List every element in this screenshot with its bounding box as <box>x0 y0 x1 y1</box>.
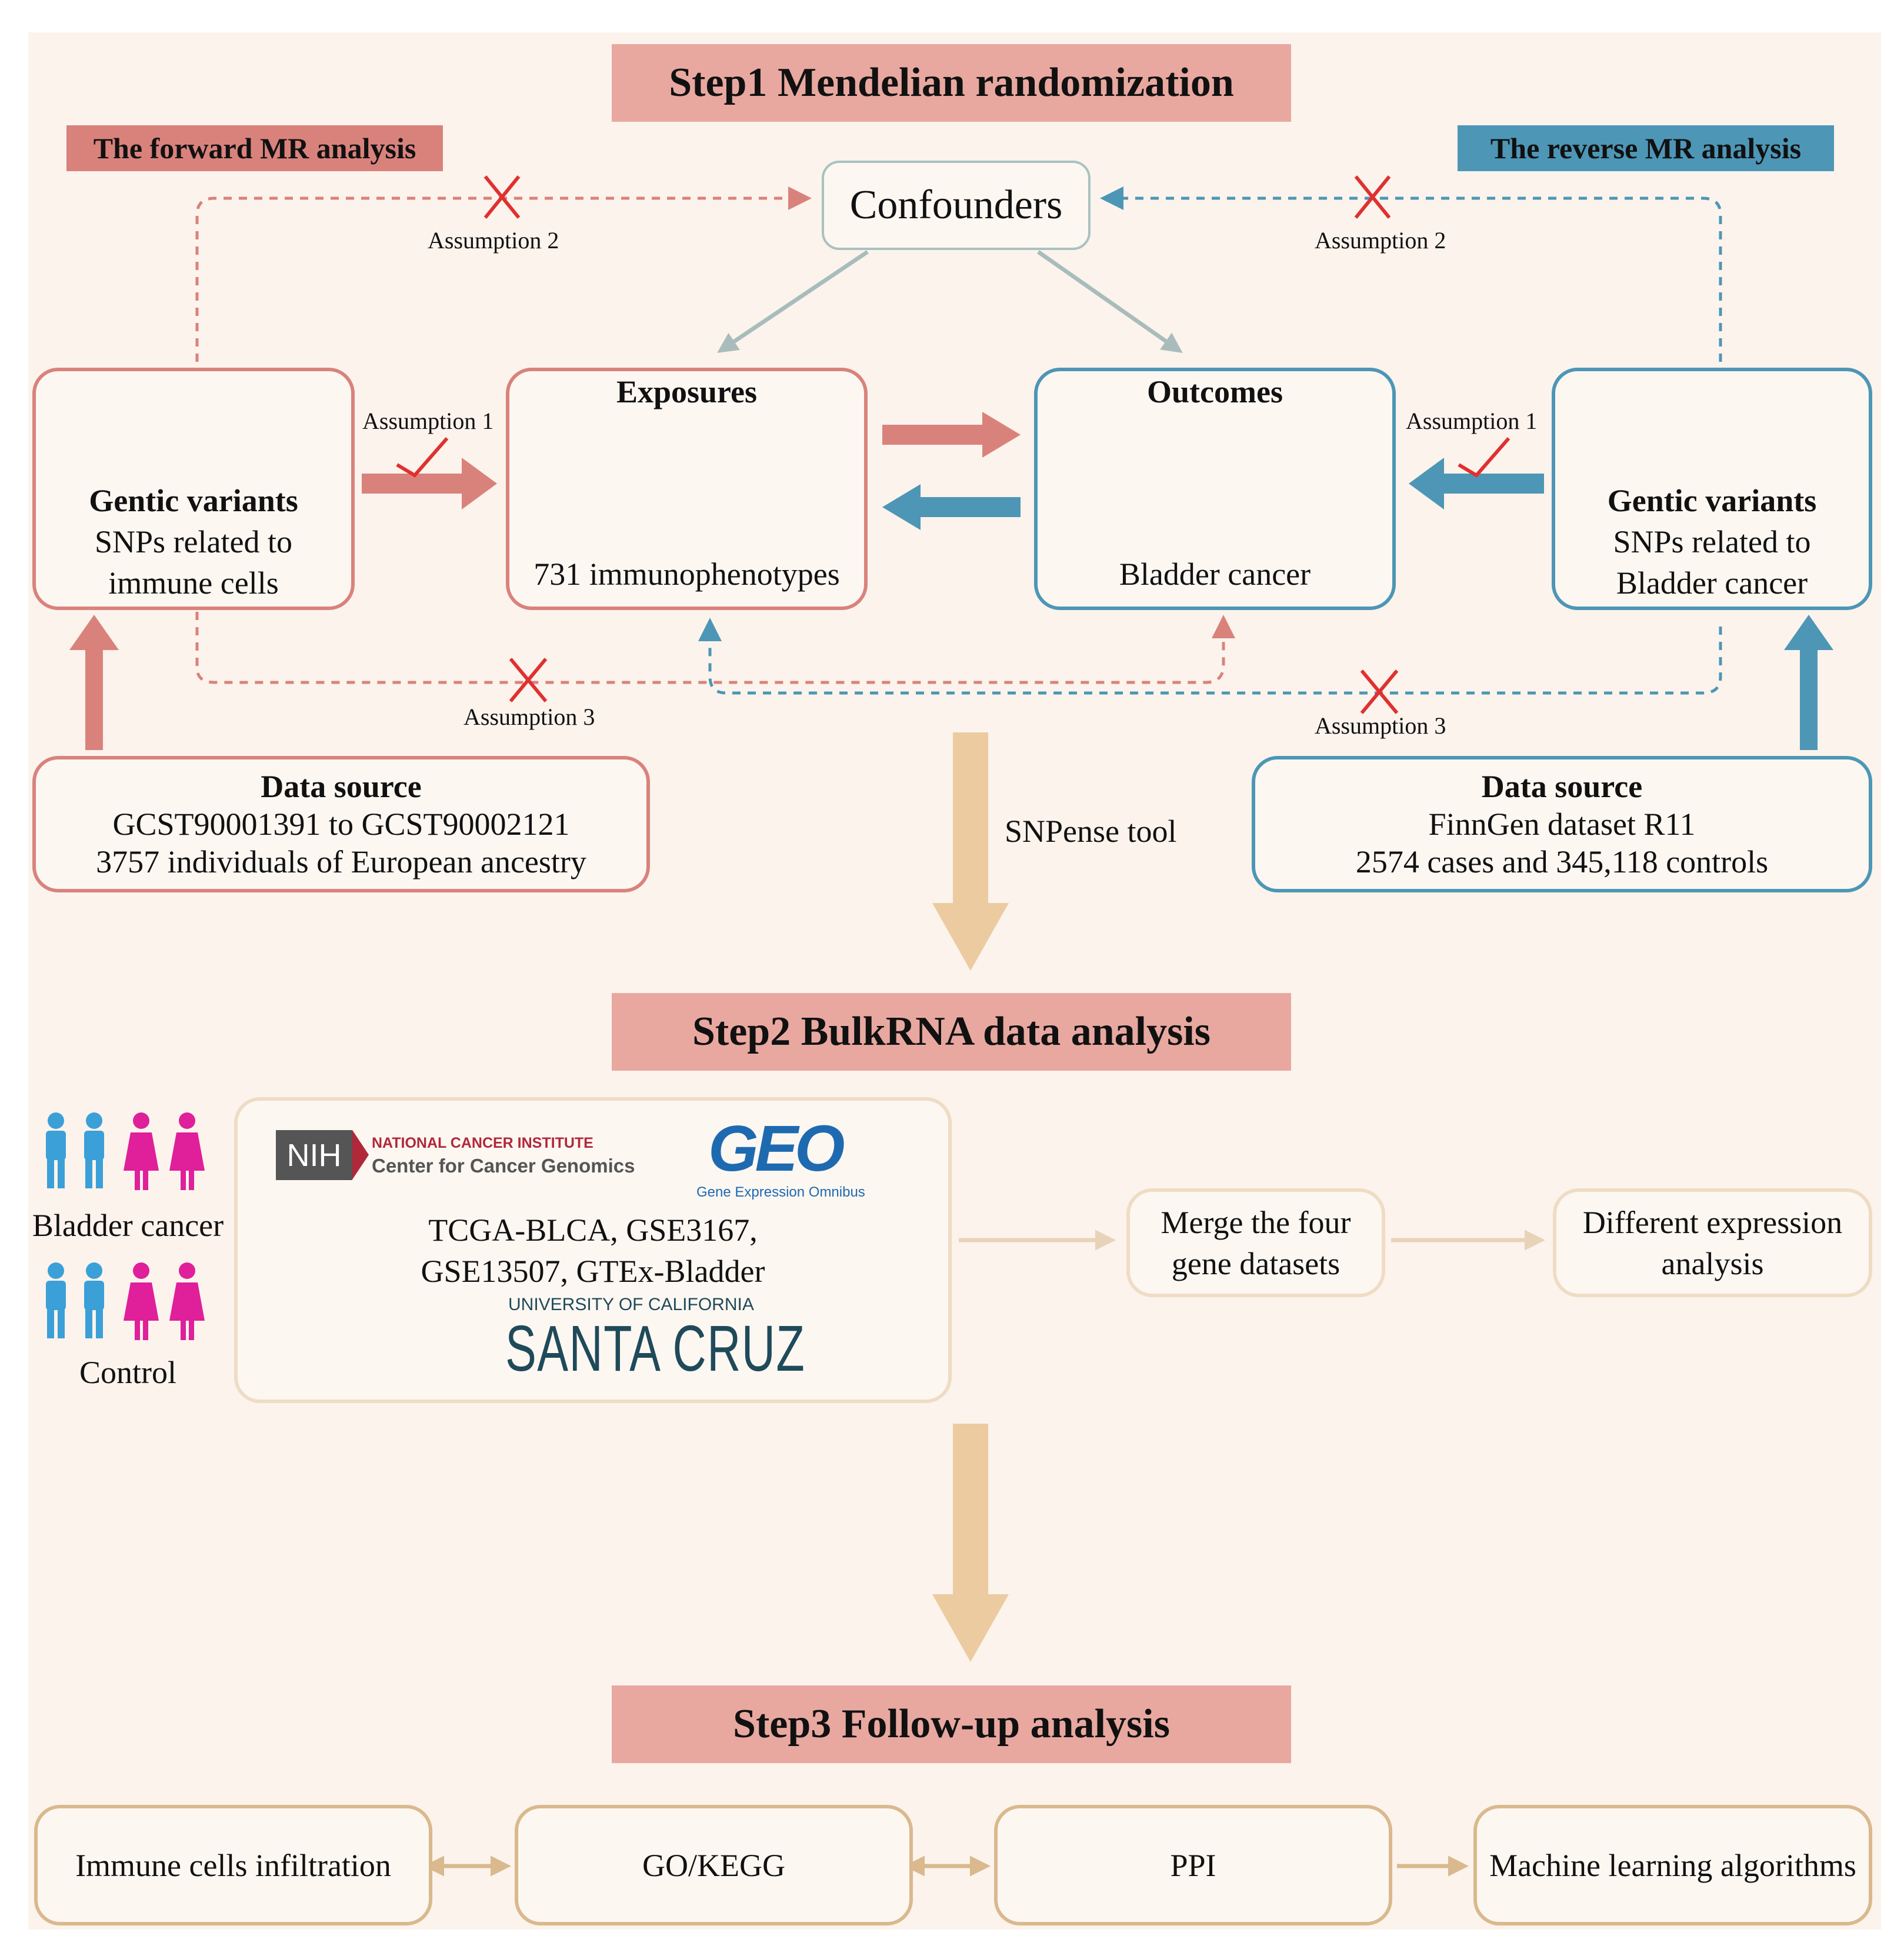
datasets-line2: GSE13507, GTEx-Bladder <box>421 1254 765 1289</box>
left-source-line1: GCST90001391 to GCST90002121 <box>112 807 570 842</box>
forward-assumption1-arrow <box>362 458 497 509</box>
assumption3-right-label: Assumption 3 <box>1315 712 1446 739</box>
cross-icon <box>483 175 521 219</box>
exposure-to-outcome-arrow <box>882 412 1021 458</box>
step3-label-infiltration: Immune cells infiltration <box>75 1847 391 1883</box>
datasets-line1: TCGA-BLCA, GSE3167, <box>428 1212 758 1248</box>
right-genetic-title: Gentic variants <box>1607 483 1817 518</box>
geo-logo-text: GEO <box>708 1112 845 1185</box>
reverse-assumption3-path <box>698 618 1722 695</box>
left-source-title: Data source <box>261 769 422 804</box>
diff-expression-box: Different expression analysis <box>1553 1188 1872 1297</box>
right-genetic-variants-box: Gentic variants SNPs related to Bladder … <box>1552 368 1872 610</box>
step3-label-ppi: PPI <box>1170 1847 1216 1883</box>
outcomes-title: Outcomes <box>1147 374 1283 409</box>
left-genetic-variants-box: Gentic variants SNPs related to immune c… <box>32 368 355 610</box>
step3-box-ppi: PPI <box>994 1805 1392 1925</box>
data-sources-box: NIH NATIONAL CANCER INSTITUTE Center for… <box>234 1097 952 1403</box>
nci-line1: NATIONAL CANCER INSTITUTE <box>372 1135 593 1151</box>
step3-box-infiltration: Immune cells infiltration <box>34 1805 432 1925</box>
merge-line2: gene datasets <box>1171 1245 1341 1281</box>
exposures-title: Exposures <box>616 374 758 409</box>
step1-to-step2-arrow <box>932 732 1009 971</box>
left-genetic-title: Gentic variants <box>89 483 298 518</box>
person-icon <box>46 1262 104 1338</box>
assumption3-left-label: Assumption 3 <box>464 704 595 730</box>
assumption1-right-label: Assumption 1 <box>1406 408 1538 434</box>
cross-icon <box>509 658 548 702</box>
step3-box-gokegg: GO/KEGG <box>515 1805 913 1925</box>
confounder-to-exposure-arrow <box>717 250 869 353</box>
diff-line2: analysis <box>1661 1245 1764 1281</box>
right-source-title: Data source <box>1481 769 1643 804</box>
nih-chevron <box>352 1130 369 1180</box>
diff-line1: Different expression <box>1582 1204 1843 1240</box>
person-icon <box>124 1112 205 1190</box>
exposures-box: Exposures 731 immunophenotypes <box>506 368 868 610</box>
assumption2-right-label: Assumption 2 <box>1315 227 1446 254</box>
confounders-box: Confounders <box>822 161 1091 250</box>
step3-label-gokegg: GO/KEGG <box>642 1847 785 1883</box>
left-genetic-text: Gentic variants SNPs related to immune c… <box>36 477 351 607</box>
left-data-source-arrow <box>69 615 119 750</box>
step3-title: Step3 Follow-up analysis <box>612 1685 1291 1763</box>
confounders-label: Confounders <box>849 182 1063 228</box>
exposures-label: 731 immunophenotypes <box>533 557 840 592</box>
right-genetic-line2: Bladder cancer <box>1616 565 1808 601</box>
nih-logo: NIH <box>276 1130 352 1180</box>
right-source-line2: 2574 cases and 345,118 controls <box>1355 844 1769 879</box>
left-data-source-box: Data source GCST90001391 to GCST90002121… <box>32 756 650 892</box>
reverse-assumption1-arrow <box>1409 458 1544 509</box>
forward-assumption2-path <box>195 186 812 362</box>
right-genetic-text: Gentic variants SNPs related to Bladder … <box>1555 477 1869 607</box>
step1-title: Step1 Mendelian randomization <box>612 44 1291 122</box>
cross-icon <box>1360 669 1399 714</box>
check-icon <box>1458 437 1510 478</box>
right-source-line1: FinnGen dataset R11 <box>1428 807 1696 842</box>
right-data-source-box: Data source FinnGen dataset R11 2574 cas… <box>1252 756 1872 892</box>
merge-line1: Merge the four <box>1161 1204 1351 1240</box>
reverse-mr-tag: The reverse MR analysis <box>1458 125 1834 171</box>
nih-badge: NIH <box>286 1137 342 1173</box>
ucsc-line1: UNIVERSITY OF CALIFORNIA <box>508 1295 754 1314</box>
merge-box: Merge the four gene datasets <box>1126 1188 1385 1297</box>
step2-to-step3-arrow <box>932 1424 1009 1662</box>
confounder-to-outcome-arrow <box>1036 250 1183 354</box>
geo-caption: Gene Expression Omnibus <box>696 1184 865 1200</box>
left-genetic-line1: SNPs related to <box>95 524 292 559</box>
step3-label-ml: Machine learning algorithms <box>1489 1847 1856 1883</box>
person-icon <box>46 1112 104 1188</box>
cross-icon <box>1354 175 1391 219</box>
left-source-line2: 3757 individuals of European ancestry <box>96 844 586 879</box>
check-icon <box>396 437 449 478</box>
reverse-assumption2-path <box>1100 186 1722 362</box>
forward-assumption3-path <box>195 612 1235 684</box>
outcomes-box: Outcomes Bladder cancer <box>1034 368 1396 610</box>
assumption2-left-label: Assumption 2 <box>428 227 559 254</box>
outcomes-label: Bladder cancer <box>1119 557 1311 592</box>
step2-title: Step2 BulkRNA data analysis <box>612 993 1291 1071</box>
left-genetic-line2: immune cells <box>108 565 279 601</box>
bladder-group-label: Bladder cancer <box>32 1208 224 1243</box>
person-icon <box>124 1262 205 1340</box>
assumption1-left-label: Assumption 1 <box>362 408 494 434</box>
snpense-label: SNPense tool <box>1005 814 1177 849</box>
control-group-label: Control <box>79 1355 176 1390</box>
step3-box-ml: Machine learning algorithms <box>1473 1805 1872 1925</box>
ucsc-line2: SANTA CRUZ <box>505 1312 806 1385</box>
right-genetic-line1: SNPs related to <box>1613 524 1811 559</box>
right-data-source-arrow <box>1784 615 1833 750</box>
outcome-to-exposure-arrow <box>882 484 1021 530</box>
forward-mr-tag: The forward MR analysis <box>66 125 443 171</box>
nci-line2: Center for Cancer Genomics <box>372 1155 635 1177</box>
